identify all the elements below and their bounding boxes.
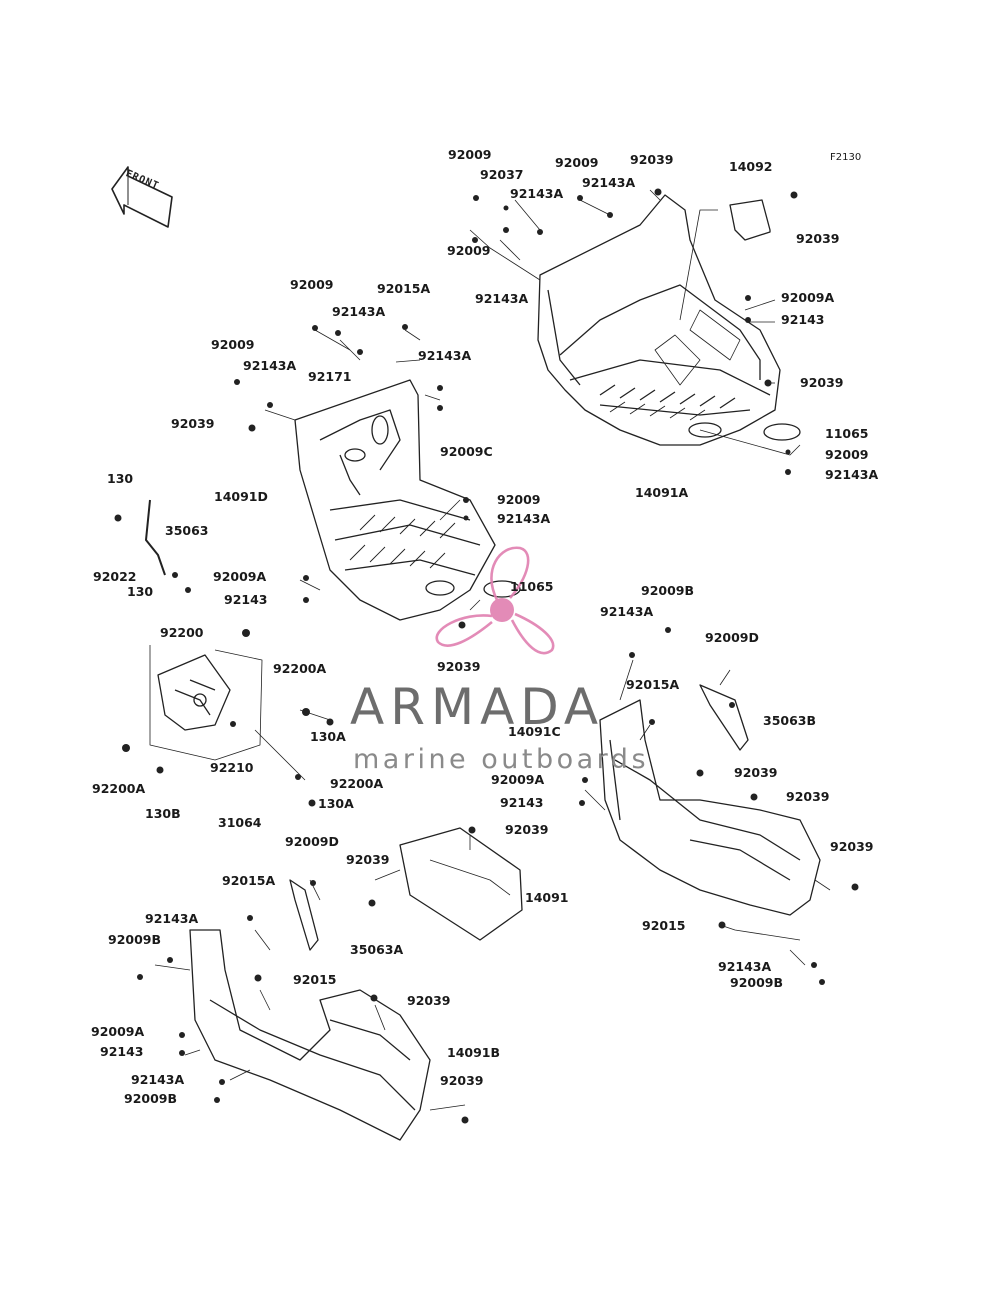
part-label-14091a[interactable]: 14091A [635,485,689,500]
watermark-tagline: marine outboards [353,744,650,775]
part-label-130[interactable]: 130 [107,471,134,486]
part-label-92143a[interactable]: 92143A [475,291,529,306]
part-label-130a[interactable]: 130A [318,796,354,811]
watermark-brand: ARMADA [350,678,605,736]
part-label-92039[interactable]: 92039 [437,659,481,674]
part-label-35063[interactable]: 35063 [165,523,209,538]
front-arrow-icon [111,166,173,228]
part-label-92143a[interactable]: 92143A [145,911,199,926]
part-label-92009a[interactable]: 92009A [213,569,267,584]
part-label-130[interactable]: 130 [127,584,154,599]
part-label-92009a[interactable]: 92009A [781,290,835,305]
part-label-92009c[interactable]: 92009C [440,444,493,459]
part-label-35063a[interactable]: 35063A [350,942,404,957]
part-label-92143[interactable]: 92143 [500,795,544,810]
part-label-11065[interactable]: 11065 [510,579,554,594]
part-label-92039[interactable]: 92039 [830,839,874,854]
part-label-92015a[interactable]: 92015A [626,677,680,692]
part-label-14091c[interactable]: 14091C [508,724,561,739]
part-label-92143a[interactable]: 92143A [243,358,297,373]
part-label-92039[interactable]: 92039 [630,152,674,167]
panel-14091 [399,827,523,941]
bracket-assembly-31064 [157,654,231,731]
part-label-92143a[interactable]: 92143A [497,511,551,526]
part-label-92039[interactable]: 92039 [407,993,451,1008]
part-label-92009a[interactable]: 92009A [491,772,545,787]
cap-11065-upper [763,423,801,441]
part-label-130b[interactable]: 130B [145,806,181,821]
part-label-92143a[interactable]: 92143A [582,175,636,190]
part-label-92009[interactable]: 92009 [555,155,599,170]
part-label-92039[interactable]: 92039 [786,789,830,804]
bracket-35063A [289,879,319,951]
part-label-92009b[interactable]: 92009B [730,975,784,990]
armada-logo-icon [435,546,555,655]
side-panel-14091B [189,929,431,1141]
part-label-14091d[interactable]: 14091D [214,489,268,504]
part-label-92009b[interactable]: 92009B [124,1091,178,1106]
floor-panel-14091A [537,194,781,446]
part-label-92009b[interactable]: 92009B [641,583,695,598]
part-label-92200a[interactable]: 92200A [92,781,146,796]
bracket-35063B [699,684,749,751]
part-label-14091[interactable]: 14091 [525,890,569,905]
part-label-92009[interactable]: 92009 [211,337,255,352]
part-label-92200a[interactable]: 92200A [273,661,327,676]
part-label-92009[interactable]: 92009 [825,447,869,462]
part-label-92015[interactable]: 92015 [293,972,337,987]
part-label-92039[interactable]: 92039 [796,231,840,246]
part-label-92200[interactable]: 92200 [160,625,204,640]
part-label-92009[interactable]: 92009 [290,277,334,292]
part-label-31064[interactable]: 31064 [218,815,262,830]
part-label-92015a[interactable]: 92015A [377,281,431,296]
part-label-92009d[interactable]: 92009D [705,630,759,645]
part-label-92143a[interactable]: 92143A [718,959,772,974]
part-label-35063b[interactable]: 35063B [763,713,817,728]
part-label-92039[interactable]: 92039 [440,1073,484,1088]
side-panel-14091C [599,699,821,916]
part-label-92143[interactable]: 92143 [781,312,825,327]
part-label-92009d[interactable]: 92009D [285,834,339,849]
part-label-92200a[interactable]: 92200A [330,776,384,791]
part-label-11065[interactable]: 11065 [825,426,869,441]
part-label-92143a[interactable]: 92143A [332,304,386,319]
part-label-92171[interactable]: 92171 [308,369,352,384]
part-label-92143[interactable]: 92143 [224,592,268,607]
part-label-92143a[interactable]: 92143A [131,1072,185,1087]
part-label-92210[interactable]: 92210 [210,760,254,775]
part-label-92143a[interactable]: 92143A [510,186,564,201]
part-label-92039[interactable]: 92039 [800,375,844,390]
part-label-92009b[interactable]: 92009B [108,932,162,947]
part-label-92009[interactable]: 92009 [447,243,491,258]
part-label-92037[interactable]: 92037 [480,167,524,182]
part-label-14092[interactable]: 14092 [729,159,773,174]
part-label-92009[interactable]: 92009 [497,492,541,507]
part-label-92039[interactable]: 92039 [346,852,390,867]
part-label-92143a[interactable]: 92143A [600,604,654,619]
cover-14092 [729,199,771,241]
part-label-92039[interactable]: 92039 [505,822,549,837]
part-label-130a[interactable]: 130A [310,729,346,744]
part-label-92039[interactable]: 92039 [734,765,778,780]
part-label-92009a[interactable]: 92009A [91,1024,145,1039]
part-label-92015[interactable]: 92015 [642,918,686,933]
figure-code: F2130 [830,152,862,163]
part-label-92143a[interactable]: 92143A [418,348,472,363]
bracket-35063 [145,499,166,576]
part-label-92009[interactable]: 92009 [448,147,492,162]
part-label-92015a[interactable]: 92015A [222,873,276,888]
part-label-92143[interactable]: 92143 [100,1044,144,1059]
part-label-14091b[interactable]: 14091B [447,1045,501,1060]
part-label-92022[interactable]: 92022 [93,569,137,584]
part-label-92143a[interactable]: 92143A [825,467,879,482]
part-label-92039[interactable]: 92039 [171,416,215,431]
